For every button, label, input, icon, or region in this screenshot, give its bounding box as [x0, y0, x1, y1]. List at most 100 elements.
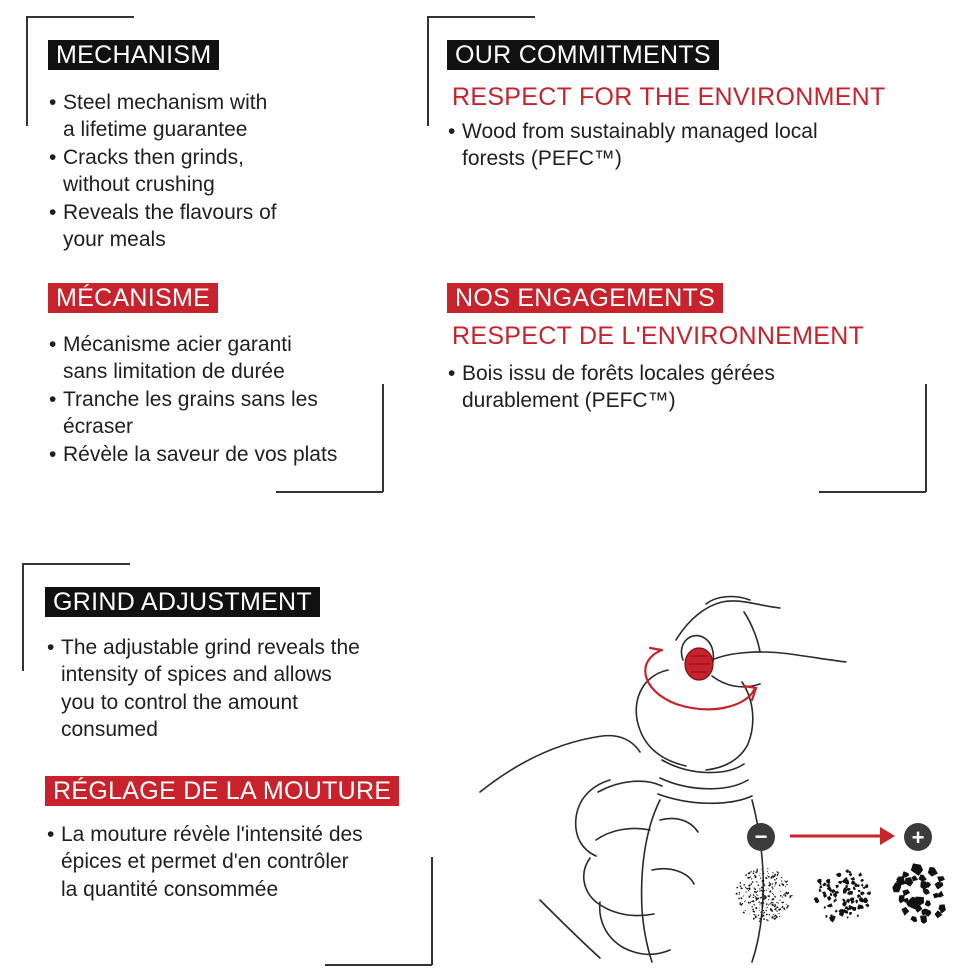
grind-particle — [756, 869, 759, 871]
grind-particle — [768, 895, 771, 898]
grind-particle — [830, 889, 836, 894]
grind-particle — [759, 904, 761, 906]
grind-list-fr: La mouture révèle l'intensité desépices … — [47, 821, 447, 903]
grind-particle — [738, 891, 740, 893]
grind-particle — [844, 906, 849, 910]
grind-particle — [773, 918, 776, 920]
grind-particle — [902, 871, 909, 878]
bullet-item: The adjustable grind reveals theintensit… — [47, 634, 447, 744]
grind-particle — [763, 884, 766, 887]
grind-particle — [770, 877, 773, 879]
grind-particle — [739, 885, 742, 888]
grind-particle — [761, 915, 764, 918]
grind-particle — [766, 889, 768, 891]
grind-particle — [767, 887, 769, 890]
grind-particle — [762, 910, 764, 912]
grind-particle — [748, 884, 751, 887]
frame-line — [26, 16, 134, 18]
grind-particle — [753, 911, 755, 913]
grind-particle — [843, 887, 848, 893]
grind-particle — [774, 903, 776, 905]
grind-particle — [743, 911, 745, 913]
grind-particle — [778, 872, 780, 874]
engagements-title: NOS ENGAGEMENTS — [447, 283, 724, 313]
grind-particle — [925, 881, 932, 888]
grind-particle — [751, 905, 753, 908]
grind-particle — [771, 916, 774, 919]
grind-particle — [823, 906, 827, 909]
grind-particle — [755, 907, 758, 910]
grind-particle — [756, 894, 758, 896]
grind-particle — [838, 909, 844, 913]
grind-particle — [938, 904, 946, 913]
grind-particle — [787, 904, 789, 907]
grind-particle — [915, 896, 925, 906]
grind-particle — [762, 914, 765, 917]
grind-particle — [750, 871, 752, 873]
grind-particle — [786, 906, 788, 909]
grind-particle — [755, 896, 758, 899]
grind-particle — [774, 914, 777, 917]
grind-particle — [752, 900, 754, 903]
grind-particle — [754, 889, 757, 891]
grind-particle — [775, 916, 778, 919]
grind-particle — [768, 904, 770, 906]
grind-particle — [755, 891, 758, 894]
grind-particle — [760, 911, 762, 913]
grind-particle — [786, 906, 788, 908]
grind-particle — [770, 901, 773, 904]
grind-particle — [738, 897, 740, 900]
grind-particle — [767, 899, 770, 901]
grind-particle — [852, 906, 857, 911]
grind-particle — [774, 905, 776, 908]
frame-line — [22, 563, 24, 671]
grind-particle — [835, 890, 840, 895]
grind-particle — [740, 904, 743, 906]
grind-particle — [758, 901, 760, 904]
grind-particle — [835, 872, 842, 878]
grind-particle — [858, 905, 864, 910]
grind-particle — [770, 909, 773, 912]
grind-particle — [766, 875, 768, 877]
grind-particle — [755, 872, 757, 874]
grind-particle — [744, 886, 746, 889]
grind-particle — [759, 890, 761, 892]
bullet-item: La mouture révèle l'intensité desépices … — [47, 821, 447, 903]
grind-particle — [760, 886, 764, 889]
grind-particle — [772, 887, 774, 890]
grind-particle — [759, 909, 761, 911]
grind-particle — [772, 883, 774, 885]
grind-particle — [822, 882, 826, 887]
grind-particle — [743, 894, 745, 896]
grind-particle — [769, 908, 772, 911]
grind-particle — [754, 915, 757, 919]
grind-particle — [772, 914, 774, 916]
grind-particle — [747, 872, 751, 875]
grind-list-en: The adjustable grind reveals theintensit… — [47, 634, 447, 744]
grind-particle — [753, 887, 755, 889]
grind-particle — [818, 888, 822, 892]
grind-particle — [739, 881, 742, 884]
medium-grind-pile — [813, 869, 871, 923]
grind-particle — [825, 915, 828, 919]
grind-particle — [744, 909, 746, 912]
grind-particle — [753, 874, 756, 877]
grind-particle — [764, 895, 766, 898]
grind-particle — [910, 916, 918, 923]
grind-particle — [747, 901, 750, 904]
grind-particle — [771, 910, 773, 913]
grind-particle — [910, 863, 924, 876]
grind-particle — [744, 885, 746, 887]
grind-particle — [748, 890, 750, 892]
grind-particle — [819, 885, 823, 889]
grind-particle — [740, 897, 743, 900]
grind-particle — [862, 886, 866, 889]
grind-particle — [756, 868, 759, 870]
grind-particle — [841, 878, 847, 884]
grind-particle — [892, 882, 902, 893]
grind-particle — [860, 891, 865, 896]
grind-particle — [766, 903, 768, 906]
grind-particle — [762, 897, 765, 900]
